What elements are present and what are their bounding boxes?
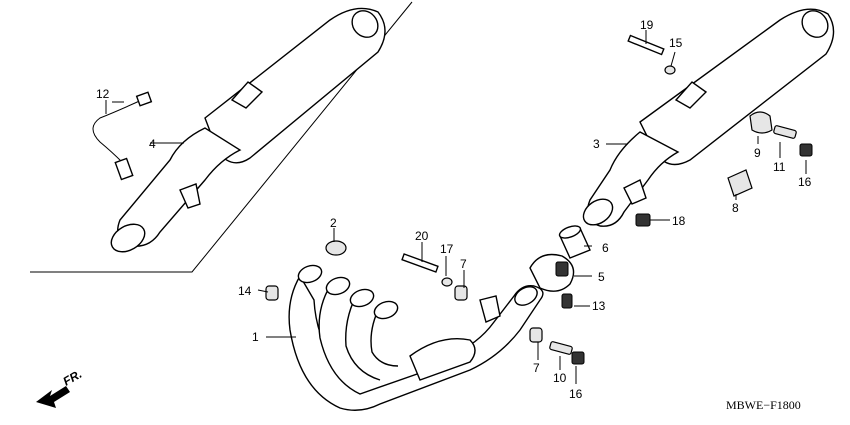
rubber-part-8 bbox=[727, 169, 753, 197]
label-5: 5 bbox=[598, 270, 605, 284]
label-17: 17 bbox=[440, 242, 454, 256]
bolt-part-11 bbox=[773, 125, 797, 139]
center-parts bbox=[265, 240, 468, 301]
left-group-boundary bbox=[30, 1, 413, 273]
collar-part-7-upper bbox=[454, 285, 468, 301]
label-4: 4 bbox=[149, 137, 156, 151]
washer-part-15 bbox=[664, 65, 676, 75]
label-11: 11 bbox=[773, 160, 786, 174]
collar-part-7-lower bbox=[529, 327, 543, 343]
washer-part-17 bbox=[441, 277, 453, 287]
label-20: 20 bbox=[415, 229, 429, 243]
label-7-upper: 7 bbox=[460, 257, 467, 271]
collar-part-9 bbox=[749, 111, 773, 134]
label-7-lower: 7 bbox=[533, 361, 540, 375]
o2-sensor-wire bbox=[92, 97, 147, 163]
exhaust-header bbox=[288, 264, 544, 411]
bolt-part-13 bbox=[561, 293, 573, 309]
right-muffler-group bbox=[529, 8, 835, 365]
nut-part-16-upper bbox=[799, 143, 813, 157]
label-12: 12 bbox=[96, 87, 110, 101]
label-10: 10 bbox=[553, 371, 567, 385]
stud-part-14 bbox=[265, 285, 279, 301]
front-arrow-icon: FR. bbox=[36, 367, 84, 408]
label-19: 19 bbox=[640, 18, 654, 32]
label-2: 2 bbox=[330, 216, 337, 230]
bolt-part-10 bbox=[549, 341, 573, 355]
label-1: 1 bbox=[252, 330, 259, 344]
leader-lines bbox=[105, 30, 807, 384]
bolt-part-19 bbox=[627, 34, 665, 56]
label-9: 9 bbox=[754, 146, 761, 160]
bolt-part-20 bbox=[401, 253, 439, 273]
left-muffler-body bbox=[204, 7, 386, 164]
label-14: 14 bbox=[238, 284, 252, 298]
label-18: 18 bbox=[672, 214, 686, 228]
label-8: 8 bbox=[732, 201, 739, 215]
part-labels: 1 2 3 4 5 6 7 7 8 9 10 11 12 13 14 15 16… bbox=[96, 18, 812, 401]
clip-part-18 bbox=[635, 213, 651, 227]
label-16-upper: 16 bbox=[798, 175, 812, 189]
nut-part-16-lower bbox=[571, 351, 585, 365]
gasket-part-2 bbox=[325, 240, 347, 256]
diagram-code: MBWE−F1800 bbox=[726, 398, 801, 412]
label-13: 13 bbox=[592, 299, 606, 313]
label-3: 3 bbox=[593, 137, 600, 151]
label-6: 6 bbox=[602, 241, 609, 255]
label-16-lower: 16 bbox=[569, 387, 583, 401]
left-muffler-group bbox=[30, 1, 413, 273]
label-15: 15 bbox=[669, 36, 683, 50]
direction-label: FR. bbox=[61, 367, 85, 389]
right-muffler-body bbox=[639, 8, 835, 166]
